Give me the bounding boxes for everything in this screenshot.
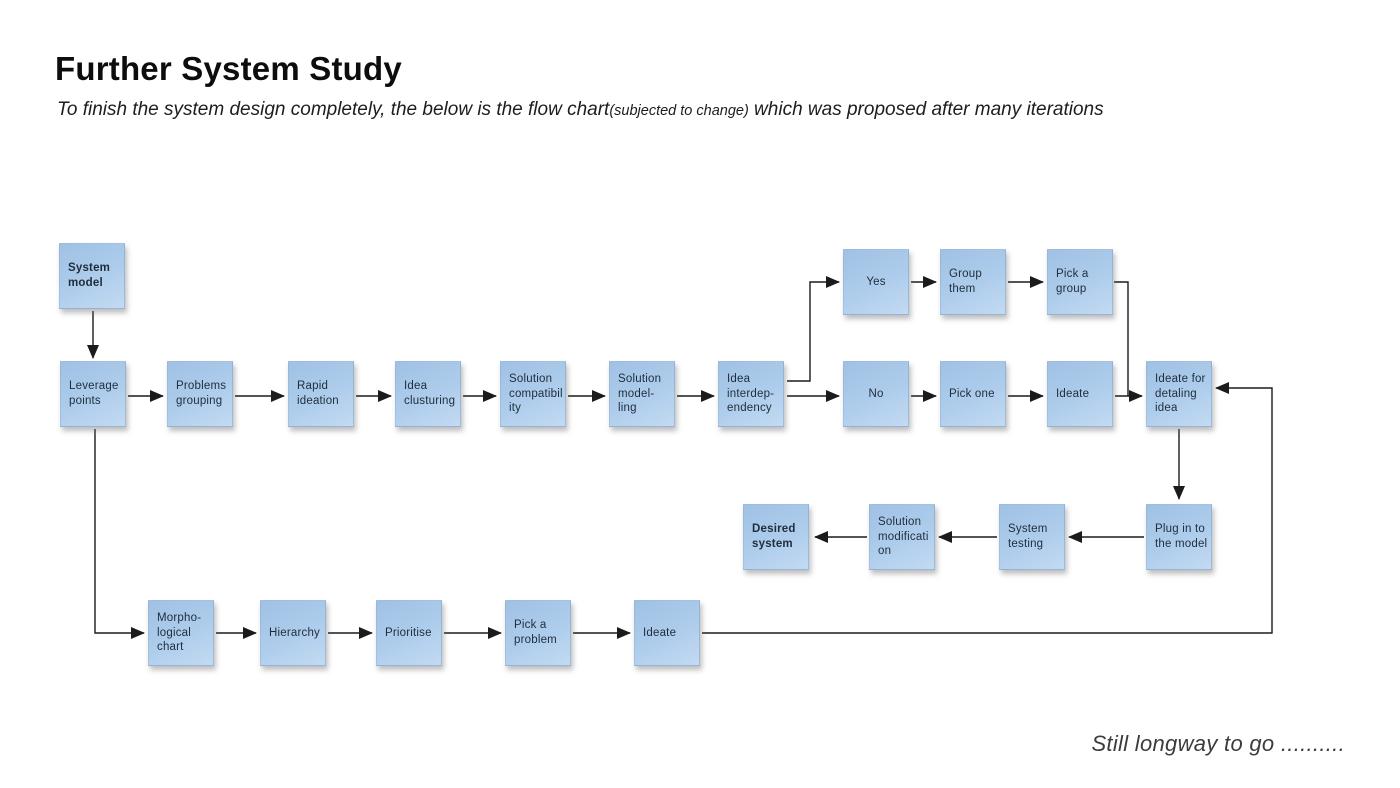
node-ideate-label: Ideate bbox=[1056, 387, 1090, 400]
node-ideate-for-detailing-label: Ideate for detaling idea bbox=[1155, 372, 1206, 415]
node-no: No bbox=[843, 361, 909, 427]
node-pick-a-group: Pick a group bbox=[1047, 249, 1113, 315]
node-ideate-2-label: Ideate bbox=[643, 626, 677, 639]
node-solution-modelling: Solution model- ling bbox=[609, 361, 675, 427]
node-pick-a-problem: Pick a problem bbox=[505, 600, 571, 666]
node-yes: Yes bbox=[843, 249, 909, 315]
node-plug-in-to-model-label: Plug in to the model bbox=[1155, 523, 1208, 550]
node-ideate: Ideate bbox=[1047, 361, 1113, 427]
node-hierarchy: Hierarchy bbox=[260, 600, 326, 666]
node-idea-interdependency-label: Idea interdep- endency bbox=[727, 372, 775, 415]
node-system-testing: System testing bbox=[999, 504, 1065, 570]
node-hierarchy-label: Hierarchy bbox=[269, 626, 321, 639]
subtitle-text: To finish the system design completely, … bbox=[57, 99, 610, 120]
node-problems-grouping: Problems grouping bbox=[167, 361, 233, 427]
footer-note: Still longway to go .......... bbox=[1091, 731, 1345, 756]
node-system-testing-label: System testing bbox=[1008, 523, 1048, 550]
node-system-model-label: System model bbox=[68, 262, 111, 289]
node-problems-grouping-label: Problems grouping bbox=[176, 380, 227, 407]
arrow-ideate2-detailing-feedback bbox=[702, 382, 1273, 634]
subtitle-parenthetical: (subjected to change) bbox=[609, 103, 749, 119]
node-solution-modelling-label: Solution model- ling bbox=[618, 372, 662, 415]
node-system-model: System model bbox=[59, 243, 125, 309]
page-subtitle: To finish the system design completely, … bbox=[57, 99, 1104, 121]
arrow-leverage-morphological bbox=[94, 429, 145, 639]
node-ideate-2: Ideate bbox=[634, 600, 700, 666]
node-plug-in-to-model: Plug in to the model bbox=[1146, 504, 1212, 570]
node-solution-compatibility-label: Solution compatibil ity bbox=[509, 372, 563, 415]
node-group-them: Group them bbox=[940, 249, 1006, 315]
node-desired-system-label: Desired system bbox=[752, 523, 796, 550]
node-morphological-chart: Morpho- logical chart bbox=[148, 600, 214, 666]
node-group-them-label: Group them bbox=[949, 268, 982, 295]
node-morphological-chart-label: Morpho- logical chart bbox=[157, 611, 202, 654]
node-pick-one-label: Pick one bbox=[949, 387, 995, 400]
node-leverage-points: Leverage points bbox=[60, 361, 126, 427]
arrow-interdependency-yes bbox=[787, 276, 840, 382]
connector-lines bbox=[87, 276, 1273, 639]
node-rapid-ideation-label: Rapid ideation bbox=[297, 380, 339, 407]
node-solution-modification: Solution modificati on bbox=[869, 504, 935, 570]
node-pick-one: Pick one bbox=[940, 361, 1006, 427]
line-pickagroup-merge bbox=[1114, 281, 1129, 396]
node-solution-compatibility: Solution compatibil ity bbox=[500, 361, 566, 427]
node-prioritise: Prioritise bbox=[376, 600, 442, 666]
node-idea-clusturing-label: Idea clusturing bbox=[404, 380, 456, 407]
node-leverage-points-label: Leverage points bbox=[69, 380, 119, 407]
node-prioritise-label: Prioritise bbox=[385, 626, 432, 639]
node-idea-clusturing: Idea clusturing bbox=[395, 361, 461, 427]
node-ideate-for-detailing: Ideate for detaling idea bbox=[1146, 361, 1212, 427]
node-pick-a-group-label: Pick a group bbox=[1056, 268, 1089, 295]
node-pick-a-problem-label: Pick a problem bbox=[514, 619, 557, 646]
node-solution-modification-label: Solution modificati on bbox=[878, 515, 929, 558]
node-yes-label: Yes bbox=[866, 275, 886, 288]
node-rapid-ideation: Rapid ideation bbox=[288, 361, 354, 427]
node-no-label: No bbox=[868, 387, 884, 400]
page-title: Further System Study bbox=[55, 50, 402, 87]
subtitle-text-end: which was proposed after many iterations bbox=[748, 99, 1104, 120]
node-idea-interdependency: Idea interdep- endency bbox=[718, 361, 784, 427]
node-desired-system: Desired system bbox=[743, 504, 809, 570]
